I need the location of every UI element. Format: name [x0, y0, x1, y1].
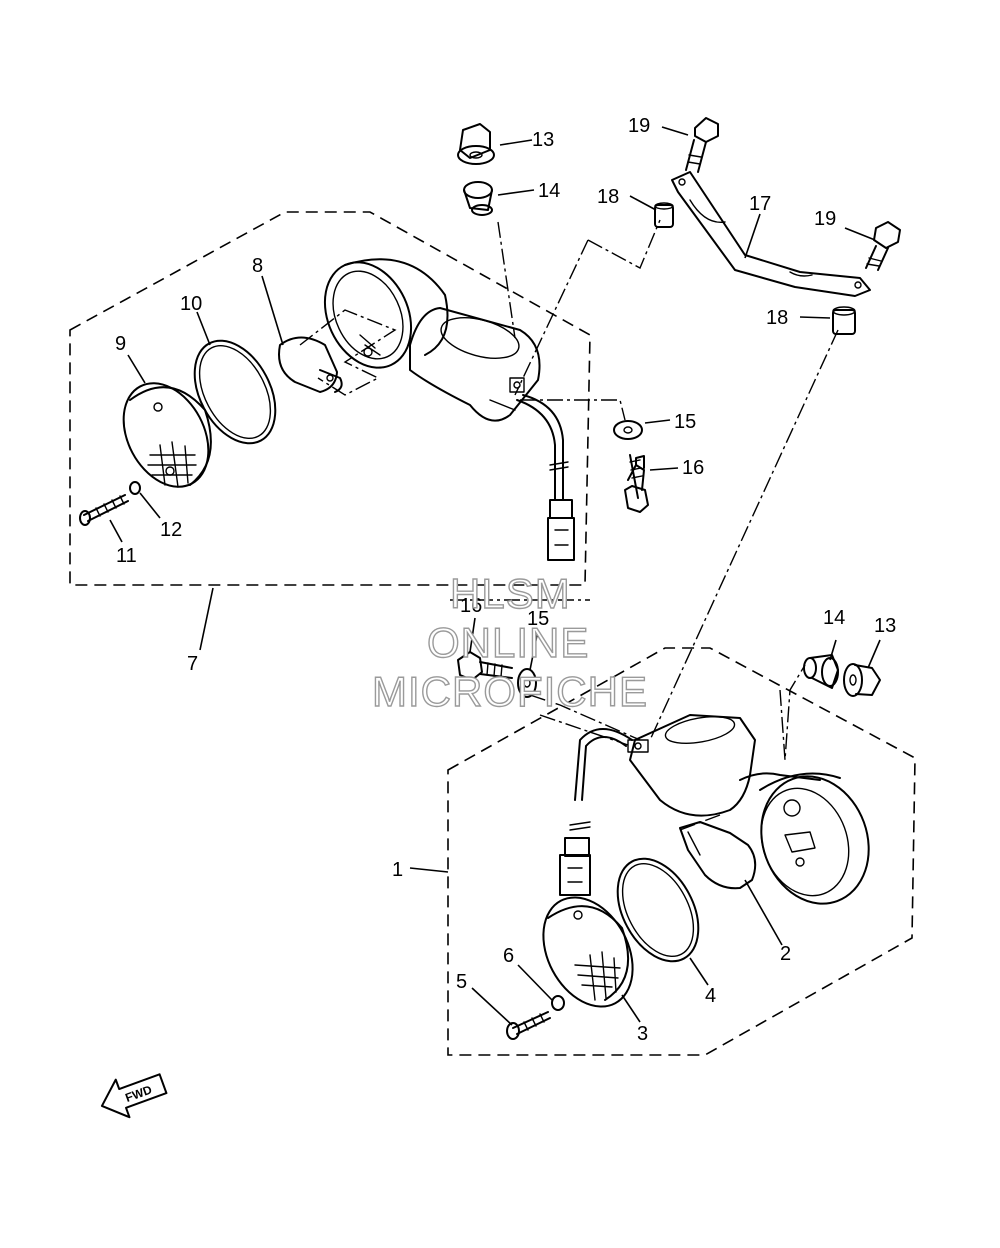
callout-1: 1 [392, 859, 403, 881]
leader-lines [109, 126, 881, 1026]
bolt-19-upper [685, 117, 719, 173]
screw-11 [79, 494, 129, 526]
callout-17: 17 [749, 193, 771, 215]
callout-12: 12 [160, 519, 182, 541]
upper-turn-signal-assembly [79, 258, 575, 561]
callout-18-upper: 18 [597, 186, 619, 208]
bolt-19-lower [865, 221, 901, 271]
callout-9: 9 [115, 333, 126, 355]
callout-5: 5 [456, 971, 467, 993]
nut-13-upper [457, 123, 495, 165]
callout-19-lower: 19 [814, 208, 836, 230]
callout-4: 4 [705, 985, 716, 1007]
callout-13-lower: 13 [874, 615, 896, 637]
watermark-line-3: MICROFICHE [372, 668, 648, 715]
callout-15-upper: 15 [674, 411, 696, 433]
washer-6 [551, 995, 565, 1011]
callout-2: 2 [780, 943, 791, 965]
bulb-8 [278, 336, 343, 393]
lens-3 [542, 896, 634, 1008]
lower-wire-connector [559, 728, 633, 896]
screw-5 [506, 1011, 551, 1040]
callout-13-upper: 13 [532, 129, 554, 151]
callout-14-lower: 14 [823, 607, 845, 629]
callout-8: 8 [252, 255, 263, 277]
washer-15-upper [613, 420, 643, 440]
callout-18-lower: 18 [766, 307, 788, 329]
lower-turn-signal-assembly [506, 714, 870, 1040]
assembly-7-boundary [69, 211, 591, 586]
assembly-1-boundary [447, 647, 916, 1056]
watermark: HLSM ONLINE MICROFICHE [371, 569, 648, 715]
upper-housing [323, 258, 541, 422]
callout-3: 3 [637, 1023, 648, 1045]
callout-16-upper: 16 [682, 457, 704, 479]
bulb-2 [679, 821, 757, 890]
gasket-4 [616, 857, 700, 963]
grommet-14-upper [463, 181, 493, 216]
callout-11: 11 [116, 545, 137, 567]
callout-16-middle: 16 [460, 595, 482, 617]
callout-14-upper: 14 [538, 180, 560, 202]
gasket-10 [193, 339, 277, 445]
washer-12 [129, 481, 141, 495]
upper-wire-connector [516, 394, 575, 561]
washer-15-middle [517, 668, 537, 698]
fwd-arrow-icon: FWD [100, 1073, 168, 1119]
callout-6: 6 [503, 945, 514, 967]
alignment-lines [299, 219, 839, 831]
lower-housing [627, 714, 870, 905]
collar-18-upper [654, 202, 674, 228]
callout-10: 10 [180, 293, 202, 315]
bolt-16-upper [624, 454, 649, 513]
stay-17 [671, 171, 871, 297]
watermark-line-1: HLSM [450, 570, 571, 617]
callout-19-upper: 19 [628, 115, 650, 137]
callout-7: 7 [187, 653, 198, 675]
collar-18-lower [832, 306, 856, 335]
watermark-line-2: ONLINE [427, 619, 589, 666]
grommet-14-lower [803, 654, 839, 689]
callout-labels: 13 14 19 18 17 19 18 15 16 8 10 9 12 11 … [115, 115, 896, 1045]
nut-13-lower [843, 663, 881, 697]
callout-15-middle: 15 [527, 608, 549, 630]
lens-9 [122, 382, 212, 488]
